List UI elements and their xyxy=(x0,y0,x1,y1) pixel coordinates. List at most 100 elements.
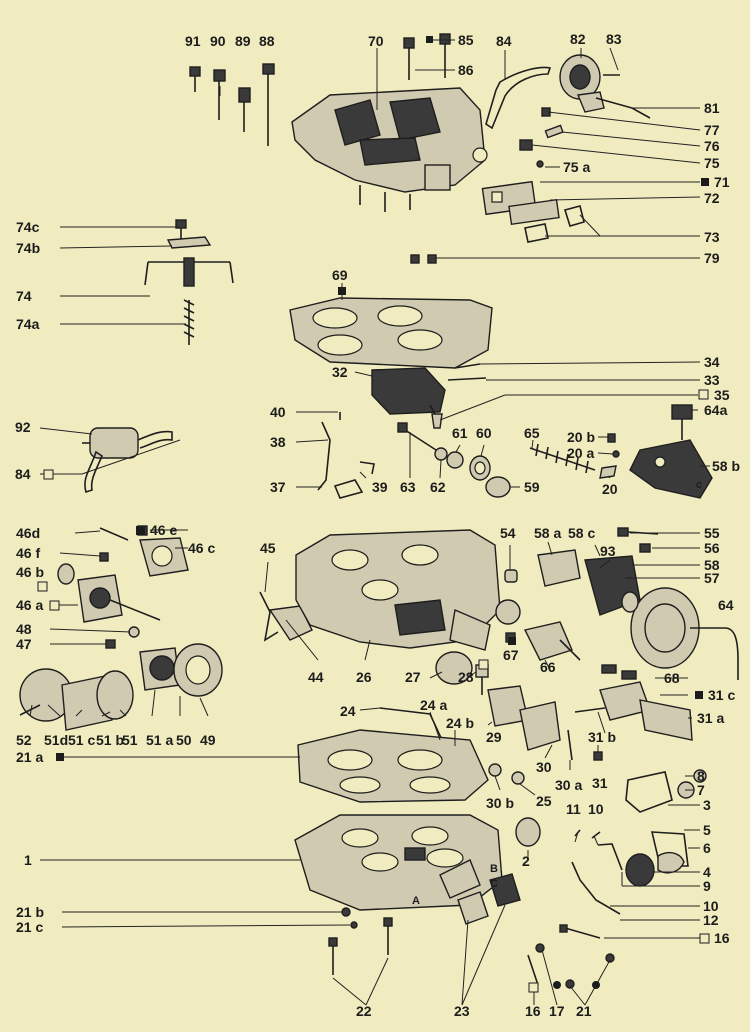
nut-59 xyxy=(485,476,511,498)
label-72: 72 xyxy=(704,190,720,206)
solenoids-23 xyxy=(439,859,521,925)
label-83: 83 xyxy=(606,31,622,47)
label-2: 2 xyxy=(522,853,530,869)
label-59: 59 xyxy=(524,479,540,495)
label-85: 85 xyxy=(458,32,474,48)
marker-c: c xyxy=(696,479,702,491)
label-23: 23 xyxy=(454,1003,470,1019)
label-79: 79 xyxy=(704,250,720,266)
label-46a: 46 a xyxy=(16,597,43,613)
label-31: 31 xyxy=(592,775,608,791)
label-70: 70 xyxy=(368,33,384,49)
label-16-right: 16 xyxy=(714,930,730,946)
label-31c: 31 c xyxy=(708,687,735,703)
label-24a: 24 a xyxy=(420,697,447,713)
label-69: 69 xyxy=(332,267,348,283)
washer-62 xyxy=(434,447,448,461)
label-20a: 20 a xyxy=(567,445,594,461)
screw-88 xyxy=(262,63,275,146)
label-89: 89 xyxy=(235,33,251,49)
label-21a: 21 a xyxy=(16,749,43,765)
label-6: 6 xyxy=(703,840,711,856)
label-74b: 74b xyxy=(16,240,40,256)
link-45-44 xyxy=(259,591,313,642)
label-47: 47 xyxy=(16,636,32,652)
label-93: 93 xyxy=(600,543,616,559)
label-84-mid: 84 xyxy=(15,466,31,482)
label-21c: 21 c xyxy=(16,919,43,935)
label-51c: 51 c xyxy=(68,732,95,748)
gasket-69 xyxy=(289,297,493,369)
screw-89 xyxy=(238,87,251,132)
label-3: 3 xyxy=(703,797,711,813)
label-40: 40 xyxy=(270,404,286,420)
hose-84-mid xyxy=(84,450,103,494)
markers xyxy=(37,36,710,993)
label-35: 35 xyxy=(714,387,730,403)
label-32: 32 xyxy=(332,364,348,380)
part-labels: 91 90 89 88 70 85 86 84 82 83 81 77 76 7… xyxy=(15,31,740,1019)
label-5: 5 xyxy=(703,822,711,838)
label-86: 86 xyxy=(458,62,474,78)
label-91: 91 xyxy=(185,33,201,49)
label-74c: 74c xyxy=(16,219,40,235)
clips-73 xyxy=(524,205,585,243)
label-46f: 46 f xyxy=(16,545,40,561)
label-24b: 24 b xyxy=(446,715,474,731)
label-30b: 30 b xyxy=(486,795,514,811)
label-52: 52 xyxy=(16,732,32,748)
label-10: 10 xyxy=(588,801,604,817)
label-20b: 20 b xyxy=(567,429,595,445)
levers-9-10-12 xyxy=(571,829,623,915)
label-38: 38 xyxy=(270,434,286,450)
label-75: 75 xyxy=(704,155,720,171)
label-27: 27 xyxy=(405,669,421,685)
label-46c: 46 c xyxy=(188,540,215,556)
label-82: 82 xyxy=(570,31,586,47)
label-60: 60 xyxy=(476,425,492,441)
label-76: 76 xyxy=(704,138,720,154)
label-17: 17 xyxy=(549,1003,565,1019)
label-74: 74 xyxy=(16,288,32,304)
label-65: 65 xyxy=(524,425,540,441)
screw-91 xyxy=(189,66,201,92)
label-92: 92 xyxy=(15,419,31,435)
label-25: 25 xyxy=(536,793,552,809)
label-56: 56 xyxy=(704,540,720,556)
label-12: 12 xyxy=(703,912,719,928)
label-39: 39 xyxy=(372,479,388,495)
label-58b: 58 b xyxy=(712,458,740,474)
label-45: 45 xyxy=(260,540,276,556)
label-1: 1 xyxy=(24,852,32,868)
label-61: 61 xyxy=(452,425,468,441)
label-34: 34 xyxy=(704,354,720,370)
label-90: 90 xyxy=(210,33,226,49)
label-62: 62 xyxy=(430,479,446,495)
label-21b: 21 b xyxy=(16,904,44,920)
label-4: 4 xyxy=(703,864,711,880)
label-51d: 51d xyxy=(44,732,68,748)
label-51a: 51 a xyxy=(146,732,173,748)
label-58: 58 xyxy=(704,557,720,573)
air-horn-70 xyxy=(291,87,488,212)
housing-66 xyxy=(495,599,581,661)
label-64a: 64a xyxy=(704,402,728,418)
pump-29-30 xyxy=(379,685,573,785)
label-66: 66 xyxy=(540,659,556,675)
label-46e: 46 e xyxy=(150,522,177,538)
rod-81 xyxy=(595,97,651,119)
needle-valve-74 xyxy=(144,219,234,345)
label-7: 7 xyxy=(697,782,705,798)
label-16: 16 xyxy=(525,1003,541,1019)
label-51: 51 xyxy=(122,732,138,748)
screw-90 xyxy=(213,69,226,120)
label-64: 64 xyxy=(718,597,734,613)
main-body-26 xyxy=(295,529,501,651)
label-8: 8 xyxy=(697,768,705,784)
label-20: 20 xyxy=(602,481,618,497)
leader-lines xyxy=(29,39,710,1006)
label-30: 30 xyxy=(536,759,552,775)
marker-C: C xyxy=(490,878,498,890)
marker-B: B xyxy=(490,863,498,875)
